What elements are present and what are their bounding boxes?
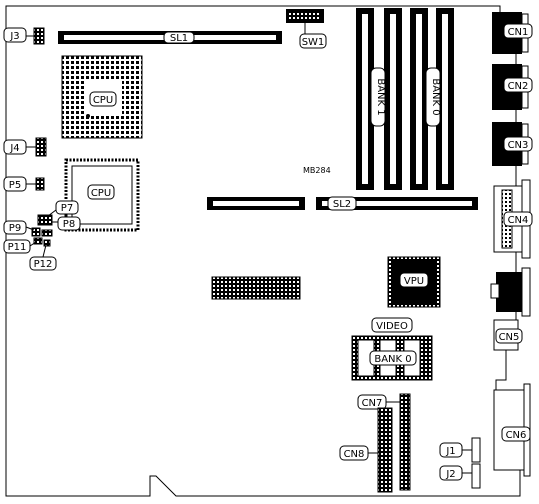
video-port bbox=[490, 267, 531, 317]
memory-bank-1: BANK 1 bbox=[356, 8, 402, 190]
connector-cn8: CN8 bbox=[339, 407, 393, 493]
cn8-label: CN8 bbox=[344, 449, 365, 460]
cn2-label: CN2 bbox=[508, 81, 529, 92]
board-id: MB284 bbox=[303, 166, 331, 175]
jumper-j1: J1 bbox=[439, 437, 481, 463]
sl1-label: SL1 bbox=[170, 33, 188, 44]
connector-cn3: CN3 bbox=[492, 122, 533, 166]
p5-label: P5 bbox=[9, 180, 21, 191]
memory-bank-0: BANK 0 bbox=[410, 8, 454, 190]
jumper-j2: J2 bbox=[439, 463, 481, 489]
cn3-label: CN3 bbox=[508, 140, 529, 151]
bios-chip bbox=[211, 276, 301, 300]
jumper-j3: J3 bbox=[3, 27, 45, 45]
video-memory: VIDEO BANK 0 bbox=[351, 317, 433, 381]
cpu-chip-label: CPU bbox=[91, 188, 111, 199]
cpu-socket: CPU bbox=[61, 55, 143, 139]
j3-label: J3 bbox=[9, 31, 19, 42]
video-bank-label: BANK 0 bbox=[374, 354, 411, 365]
connector-cn1: CN1 bbox=[492, 12, 533, 54]
p11-label: P11 bbox=[8, 242, 27, 253]
p8-label: P8 bbox=[63, 219, 75, 230]
jumper-cluster: P7 P8 P9 P11 P12 bbox=[3, 200, 81, 271]
sl2-label: SL2 bbox=[333, 199, 351, 210]
cn6-label: CN6 bbox=[506, 430, 527, 441]
slot-sl2: SL2 bbox=[207, 196, 478, 211]
p7-label: P7 bbox=[61, 203, 73, 214]
bank0-label: BANK 0 bbox=[430, 78, 441, 115]
video-label: VIDEO bbox=[376, 321, 408, 332]
j2-label: J2 bbox=[445, 469, 455, 480]
cn4-label: CN4 bbox=[508, 215, 529, 226]
slot-sl1: SL1 bbox=[58, 31, 282, 44]
vpu-label: VPU bbox=[404, 276, 424, 287]
bank1-label: BANK 1 bbox=[375, 78, 386, 115]
cn1-label: CN1 bbox=[508, 27, 529, 38]
p9-label: P9 bbox=[9, 223, 21, 234]
p12-label: P12 bbox=[34, 259, 53, 270]
connector-cn7: CN7 bbox=[357, 393, 411, 491]
jumper-p5: P5 bbox=[3, 176, 45, 192]
cn5-label: CN5 bbox=[499, 332, 520, 343]
vpu-chip: VPU bbox=[387, 256, 441, 308]
switch-sw1: SW1 bbox=[286, 9, 327, 49]
connector-cn2: CN2 bbox=[492, 64, 533, 110]
connector-cn4: CN4 bbox=[493, 179, 533, 259]
sw1-label: SW1 bbox=[302, 37, 325, 48]
j1-label: J1 bbox=[445, 446, 455, 457]
cn7-label: CN7 bbox=[362, 398, 383, 409]
jumper-j4: J4 bbox=[3, 137, 47, 157]
connector-cn6: CN6 bbox=[493, 383, 531, 477]
connector-cn5: CN5 bbox=[493, 319, 523, 351]
j4-label: J4 bbox=[9, 143, 19, 154]
cpu-socket-label: CPU bbox=[93, 95, 113, 106]
